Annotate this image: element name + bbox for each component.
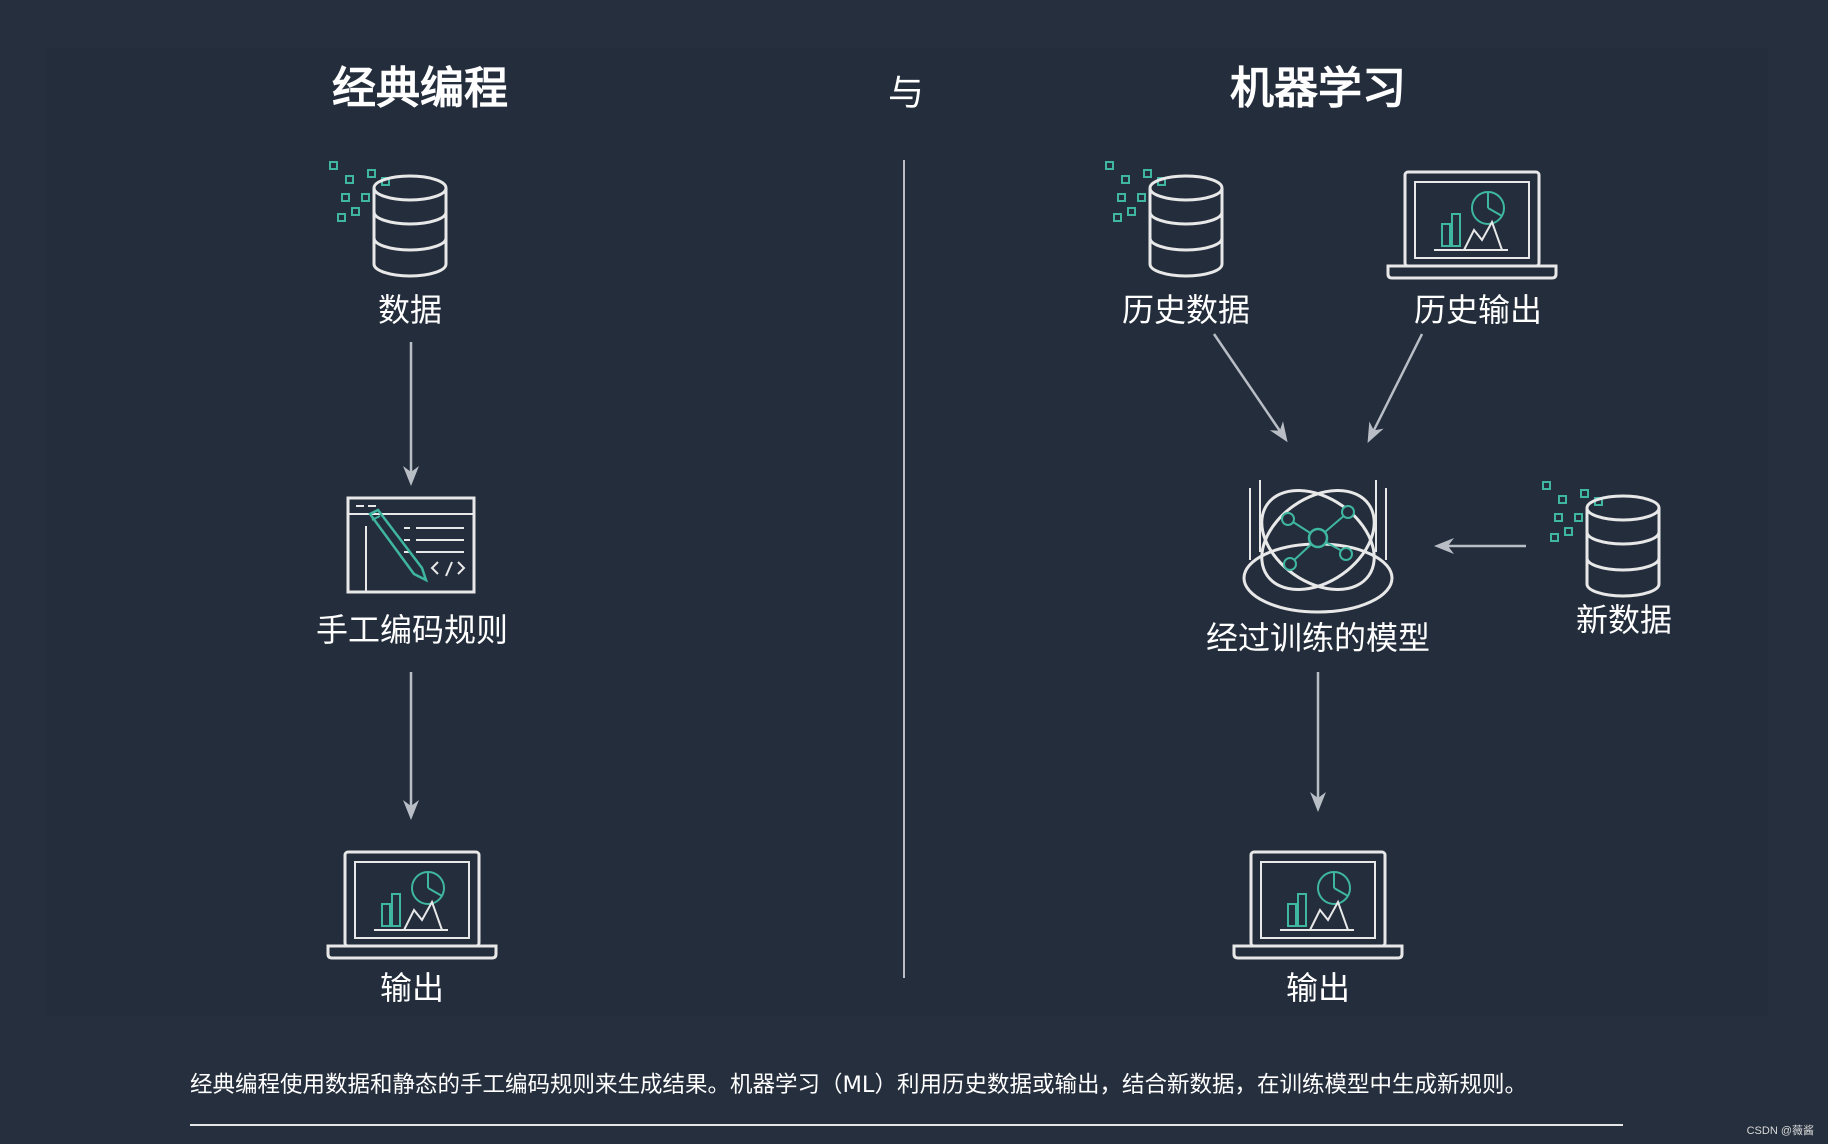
code-editor-icon xyxy=(346,496,476,594)
ml-new-data-label: 新数据 xyxy=(1575,601,1673,639)
diagram-panel xyxy=(46,48,1768,1016)
diagram-caption: 经典编程使用数据和静态的手工编码规则来生成结果。机器学习（ML）利用历史数据或输… xyxy=(190,1072,1527,1098)
arrow-historical-output-to-model xyxy=(1367,333,1424,443)
laptop-chart-icon xyxy=(326,850,498,960)
watermark-credit: CSDN @薇酱 xyxy=(1746,1125,1814,1137)
machine-learning-title: 机器学习 xyxy=(1230,63,1406,114)
classic-rules-label: 手工编码规则 xyxy=(315,611,509,649)
ml-model-label: 经过训练的模型 xyxy=(1205,619,1431,657)
ml-output-label: 输出 xyxy=(1285,969,1351,1007)
laptop-chart-icon xyxy=(1232,850,1404,960)
classic-programming-title: 经典编程 xyxy=(332,63,508,114)
laptop-chart-icon xyxy=(1386,170,1558,280)
database-icon xyxy=(1105,161,1224,278)
database-icon xyxy=(1542,481,1661,598)
ml-model-icon xyxy=(1242,480,1394,614)
versus-label: 与 xyxy=(887,73,925,114)
arrow-historical-data-to-model xyxy=(1212,333,1288,443)
classic-data-label: 数据 xyxy=(377,291,443,329)
database-icon xyxy=(329,161,448,278)
caption-underline xyxy=(190,1124,1623,1126)
ml-historical-data-label: 历史数据 xyxy=(1121,291,1251,329)
classic-output-label: 输出 xyxy=(379,969,445,1007)
ml-historical-output-label: 历史输出 xyxy=(1413,291,1543,329)
